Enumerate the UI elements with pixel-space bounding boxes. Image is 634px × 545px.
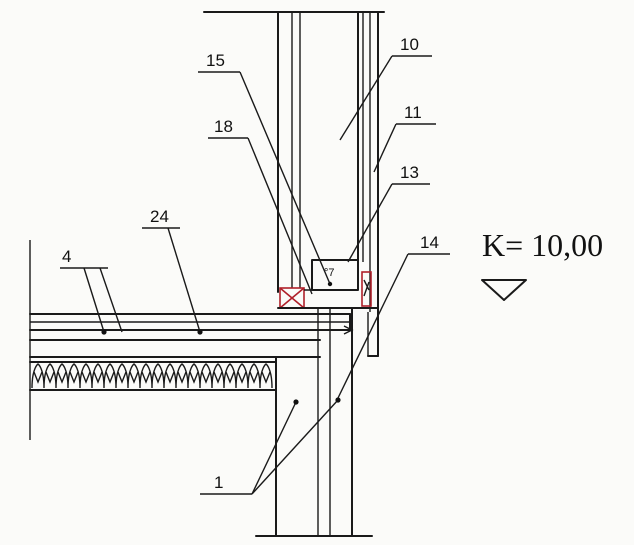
leader-lines <box>60 55 450 495</box>
upper-wall <box>203 11 385 357</box>
wall-base-ledge <box>277 287 379 309</box>
label-18: 18 <box>214 117 233 136</box>
label-4: 4 <box>62 247 71 266</box>
dot-1b <box>335 397 341 403</box>
dot-1a <box>293 399 299 405</box>
label-1: 1 <box>214 473 223 492</box>
callout-labels: 10 11 13 14 15 18 24 4 1 <box>62 35 439 492</box>
label-24: 24 <box>150 207 169 226</box>
sill-red-strip <box>361 271 372 307</box>
sill-box: °7 <box>311 259 372 307</box>
cross-line-2 <box>279 287 305 309</box>
dot-24 <box>197 329 203 335</box>
dot-4a <box>101 329 107 335</box>
leader-4a <box>83 267 105 333</box>
leader-1b <box>251 399 339 495</box>
leader-15 <box>239 71 331 285</box>
leader-1a <box>251 401 297 495</box>
elevation-triangle-icon <box>481 279 527 301</box>
floor-slab <box>29 240 354 440</box>
sill-box-frame <box>311 259 359 291</box>
sill-hatch-1 <box>363 279 370 291</box>
sill-hatch-2 <box>363 281 370 297</box>
label-14: 14 <box>420 233 439 252</box>
leader-14 <box>337 253 409 399</box>
insulation-loops <box>31 363 273 389</box>
lower-wall <box>255 307 373 537</box>
label-15: 15 <box>206 51 225 70</box>
sill-box-mark: °7 <box>324 267 335 279</box>
elevation-marker: K= 10,00 <box>481 227 603 301</box>
label-10: 10 <box>400 35 419 54</box>
leader-dots <box>101 281 341 405</box>
dot-15 <box>327 281 333 287</box>
leader-10 <box>339 55 393 141</box>
insulation-layer <box>29 361 277 391</box>
elevation-label: K= 10,00 <box>482 227 603 263</box>
leader-24 <box>167 227 201 333</box>
leader-18 <box>247 137 313 295</box>
label-11: 11 <box>404 103 422 122</box>
leader-11 <box>373 123 397 173</box>
leader-4b <box>99 267 123 333</box>
label-13: 13 <box>400 163 419 182</box>
leader-13 <box>347 183 393 263</box>
